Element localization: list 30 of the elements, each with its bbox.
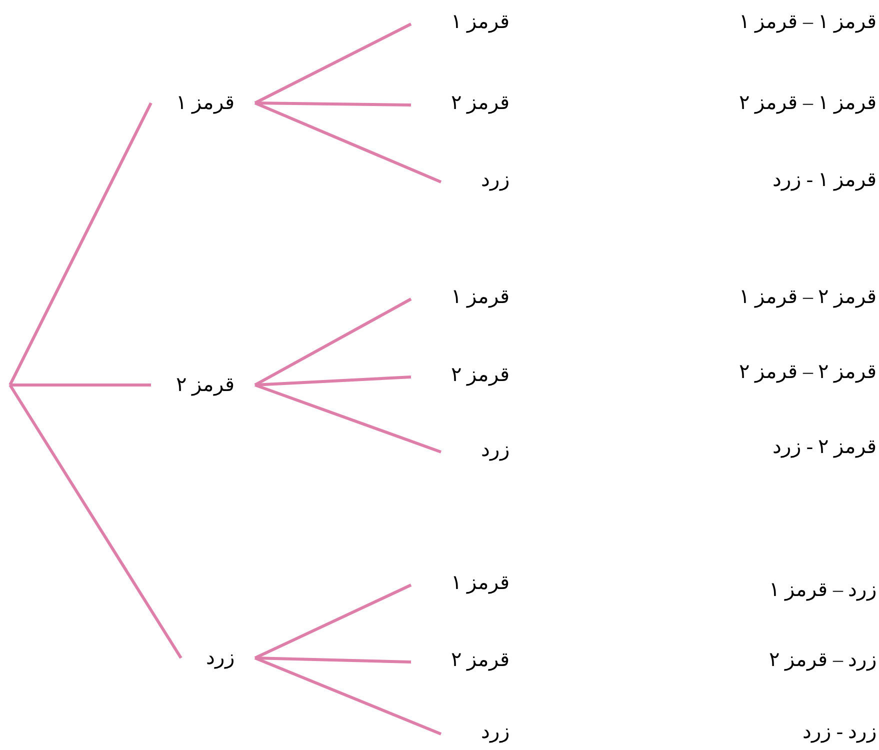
outcome-label: زرد – قرمز ۲ [769,648,877,673]
outcome-label: قرمز ۲ – قرمز ۱ [739,285,877,310]
outcome-label: قرمز ۲ – قرمز ۲ [739,360,877,385]
tree-branch-label: قرمز ۱ [451,9,510,35]
tree-branch-label: قرمز ۲ [451,90,510,116]
tree-branch-label: قرمز ۱ [451,570,510,596]
tree-branch-label: قرمز ۲ [451,647,510,673]
tree-branch-line [254,584,412,660]
tree-branch-line [254,22,412,104]
outcome-label: قرمز ۲ - زرد [772,435,877,460]
outcome-label: قرمز ۱ – قرمز ۲ [739,91,877,116]
tree-branch-line [254,298,412,386]
tree-branch-label: قرمز ۲ [176,372,235,398]
tree-branch-label: قرمز ۲ [451,362,510,388]
tree-branch-line [254,102,442,184]
tree-branch-label: قرمز ۱ [176,90,235,116]
tree-branch-line [8,384,182,659]
tree-branch-line [8,102,152,386]
tree-branch-label: زرد [206,645,235,671]
tree-branch-line [254,656,442,736]
tree-branch-label: زرد [481,167,510,193]
outcome-label: قرمز ۱ - زرد [772,168,877,193]
outcome-label: زرد – قرمز ۱ [769,578,877,603]
tree-branch-label: زرد [481,719,510,745]
outcome-label: زرد - زرد [802,720,877,745]
tree-branch-line [254,384,442,454]
tree-branch-label: زرد [481,437,510,463]
outcome-label: قرمز ۱ – قرمز ۱ [739,10,877,35]
tree-branch-label: قرمز ۱ [451,284,510,310]
tree-branch-line [10,384,151,386]
